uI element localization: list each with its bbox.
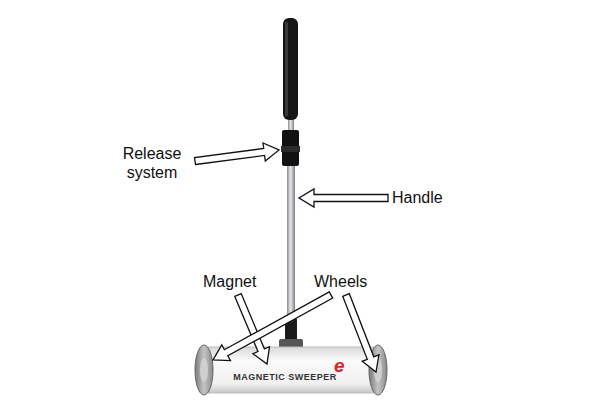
wheel-hub — [200, 358, 208, 382]
handle-pole — [288, 118, 294, 132]
leader-arrow — [213, 292, 333, 361]
part-label: Magnet — [203, 272, 256, 291]
part-label: Handle — [392, 188, 443, 207]
part-label: Wheels — [314, 272, 367, 291]
grip-shine — [285, 22, 288, 116]
handle-pole — [287, 160, 295, 325]
wheel — [195, 345, 213, 395]
leader-arrow — [195, 143, 280, 165]
leader-arrow — [343, 294, 379, 372]
leader-arrow — [299, 189, 388, 207]
handle-grip — [283, 18, 298, 120]
product-print: MAGNETIC SWEEPER — [233, 372, 337, 383]
release-collar — [282, 130, 299, 166]
brand-logo: e — [334, 355, 345, 378]
release-button — [281, 146, 300, 152]
part-label: Release system — [112, 144, 192, 182]
